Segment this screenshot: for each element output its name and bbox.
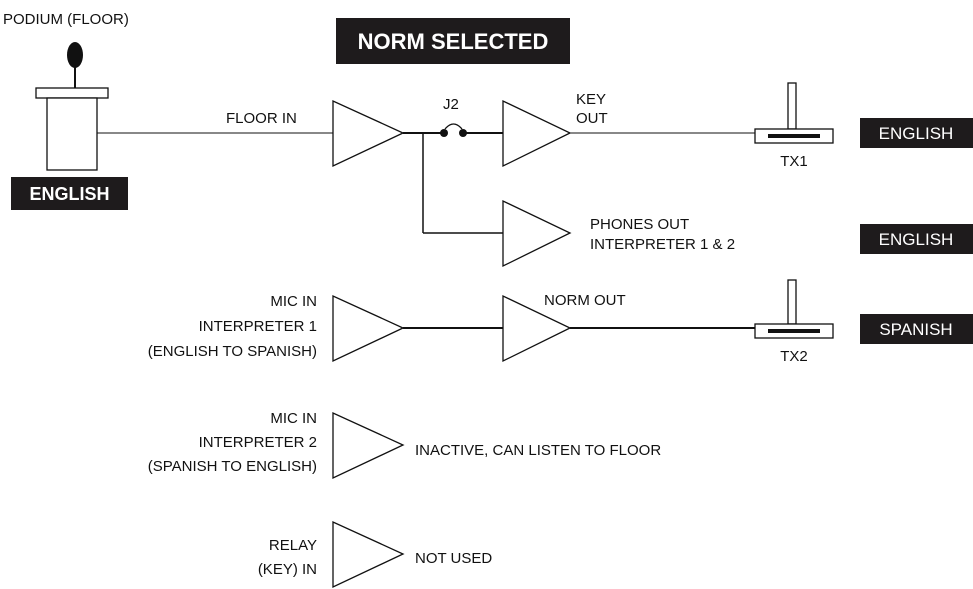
interpreter1-label-line2: INTERPRETER 1 <box>199 318 317 335</box>
norm-out-amplifier <box>502 294 572 363</box>
key-out-amplifier <box>502 99 572 168</box>
phones-out-label-line2: INTERPRETER 1 & 2 <box>590 236 735 253</box>
svg-text:SPANISH: SPANISH <box>879 320 952 339</box>
title-badge-bg <box>336 18 570 64</box>
podium-language-badge: ENGLISH <box>11 177 128 210</box>
floor-in-label: FLOOR IN <box>226 110 297 127</box>
phones-out-amplifier <box>502 199 572 268</box>
phones-out-label-line1: PHONES OUT <box>590 216 689 233</box>
relay-status: NOT USED <box>415 550 492 567</box>
tx2-transmitter-icon <box>754 279 834 339</box>
podium-label: PODIUM (FLOOR) <box>3 11 129 28</box>
interpreter2-label-line1: MIC IN <box>270 410 317 427</box>
key-out-label-line2: OUT <box>576 110 608 127</box>
tx1-label: TX1 <box>780 153 808 170</box>
title-text: NORM SELECTED <box>358 29 549 54</box>
tx2-output-badge: SPANISH <box>860 314 973 344</box>
tx2-label: TX2 <box>780 348 808 365</box>
svg-text:ENGLISH: ENGLISH <box>879 124 954 143</box>
floor-in-amplifier <box>332 99 405 168</box>
relay-in-amplifier <box>332 520 405 589</box>
relay-label-line1: RELAY <box>269 537 317 554</box>
interpreter1-mic-amplifier <box>332 294 405 363</box>
relay-label-line2: (KEY) IN <box>258 561 317 578</box>
interpreter2-label-line3: (SPANISH TO ENGLISH) <box>148 458 317 475</box>
key-out-label-line1: KEY <box>576 91 606 108</box>
interpreter2-label-line2: INTERPRETER 2 <box>199 434 317 451</box>
tx1-transmitter-icon <box>754 82 834 144</box>
svg-text:ENGLISH: ENGLISH <box>29 184 109 204</box>
interpreter1-label-line3: (ENGLISH TO SPANISH) <box>148 343 317 360</box>
tx1-output-badge: ENGLISH <box>860 118 973 148</box>
podium-microphone-icon <box>35 42 109 171</box>
jumper-j2-icon <box>440 123 467 137</box>
title-badge: NORM SELECTED <box>336 18 570 64</box>
norm-out-label: NORM OUT <box>544 292 626 309</box>
interpreter2-status: INACTIVE, CAN LISTEN TO FLOOR <box>415 442 661 459</box>
svg-text:ENGLISH: ENGLISH <box>879 230 954 249</box>
interpreter2-mic-amplifier <box>332 411 405 480</box>
jumper-j2-label: J2 <box>443 96 459 113</box>
phones-output-badge: ENGLISH <box>860 224 973 254</box>
interpreter1-label-line1: MIC IN <box>270 293 317 310</box>
